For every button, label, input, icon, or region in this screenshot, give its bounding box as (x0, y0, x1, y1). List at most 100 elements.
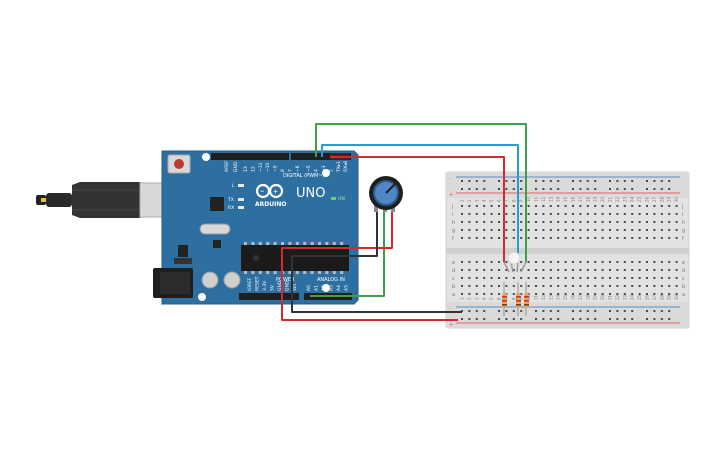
terminal-hole[interactable] (601, 213, 604, 215)
terminal-hole[interactable] (475, 293, 478, 295)
terminal-hole[interactable] (557, 237, 560, 239)
terminal-hole[interactable] (512, 221, 515, 223)
terminal-hole[interactable] (483, 221, 486, 223)
terminal-hole[interactable] (616, 229, 619, 231)
terminal-hole[interactable] (631, 285, 634, 287)
terminal-hole[interactable] (586, 213, 589, 215)
rail-hole[interactable] (535, 188, 537, 190)
rail-hole[interactable] (535, 310, 537, 312)
terminal-hole[interactable] (668, 213, 671, 215)
terminal-hole[interactable] (527, 277, 530, 279)
terminal-hole[interactable] (498, 261, 500, 263)
rail-hole[interactable] (609, 180, 611, 182)
terminal-hole[interactable] (594, 205, 597, 207)
rail-hole[interactable] (668, 188, 671, 190)
terminal-hole[interactable] (579, 285, 582, 287)
rail-hole[interactable] (660, 310, 663, 312)
rgb-led[interactable] (503, 251, 527, 273)
terminal-hole[interactable] (505, 277, 508, 279)
terminal-hole[interactable] (549, 221, 552, 223)
terminal-hole[interactable] (512, 293, 515, 295)
terminal-hole[interactable] (609, 285, 611, 287)
terminal-hole[interactable] (646, 293, 648, 295)
rail-hole[interactable] (616, 188, 619, 190)
rail-hole[interactable] (594, 180, 597, 182)
terminal-hole[interactable] (638, 205, 641, 207)
wire-red-digital[interactable] (330, 156, 505, 262)
terminal-hole[interactable] (609, 213, 611, 215)
terminal-hole[interactable] (468, 205, 471, 207)
rail-hole[interactable] (572, 310, 574, 312)
wire-green-pot-wiper[interactable] (310, 210, 385, 297)
rail-hole[interactable] (512, 310, 515, 312)
terminal-hole[interactable] (653, 213, 656, 215)
terminal-hole[interactable] (572, 293, 574, 295)
terminal-hole[interactable] (557, 293, 560, 295)
terminal-hole[interactable] (586, 205, 589, 207)
terminal-hole[interactable] (505, 261, 508, 263)
terminal-hole[interactable] (638, 229, 641, 231)
terminal-hole[interactable] (638, 277, 641, 279)
terminal-hole[interactable] (653, 221, 656, 223)
terminal-hole[interactable] (631, 237, 634, 239)
terminal-hole[interactable] (668, 229, 671, 231)
terminal-hole[interactable] (461, 293, 463, 295)
terminal-hole[interactable] (468, 221, 471, 223)
terminal-hole[interactable] (579, 269, 582, 271)
terminal-hole[interactable] (675, 237, 678, 239)
wire-blue-digital[interactable] (321, 144, 519, 262)
terminal-hole[interactable] (653, 237, 656, 239)
terminal-hole[interactable] (512, 205, 515, 207)
terminal-hole[interactable] (490, 269, 493, 271)
terminal-hole[interactable] (572, 237, 574, 239)
terminal-hole[interactable] (542, 261, 545, 263)
rail-hole[interactable] (557, 318, 560, 320)
terminal-hole[interactable] (675, 285, 678, 287)
terminal-hole[interactable] (609, 261, 611, 263)
terminal-hole[interactable] (638, 213, 641, 215)
rail-hole[interactable] (616, 310, 619, 312)
terminal-hole[interactable] (668, 269, 671, 271)
terminal-hole[interactable] (535, 293, 537, 295)
terminal-hole[interactable] (468, 229, 471, 231)
terminal-hole[interactable] (609, 229, 611, 231)
terminal-hole[interactable] (549, 285, 552, 287)
rail-hole[interactable] (586, 318, 589, 320)
terminal-hole[interactable] (631, 229, 634, 231)
terminal-hole[interactable] (461, 237, 463, 239)
terminal-hole[interactable] (535, 237, 537, 239)
rail-hole[interactable] (475, 188, 478, 190)
rail-hole[interactable] (653, 180, 656, 182)
terminal-hole[interactable] (616, 261, 619, 263)
terminal-hole[interactable] (660, 277, 663, 279)
terminal-hole[interactable] (653, 277, 656, 279)
terminal-hole[interactable] (623, 205, 626, 207)
terminal-hole[interactable] (490, 285, 493, 287)
terminal-hole[interactable] (542, 285, 545, 287)
terminal-hole[interactable] (623, 229, 626, 231)
rail-hole[interactable] (475, 310, 478, 312)
terminal-hole[interactable] (579, 261, 582, 263)
rail-hole[interactable] (520, 318, 523, 320)
terminal-hole[interactable] (564, 205, 567, 207)
terminal-hole[interactable] (475, 237, 478, 239)
rail-hole[interactable] (660, 188, 663, 190)
rail-hole[interactable] (616, 318, 619, 320)
terminal-hole[interactable] (579, 221, 582, 223)
rail-hole[interactable] (468, 310, 471, 312)
terminal-hole[interactable] (668, 285, 671, 287)
terminal-hole[interactable] (609, 269, 611, 271)
terminal-hole[interactable] (564, 229, 567, 231)
rail-hole[interactable] (512, 188, 515, 190)
terminal-hole[interactable] (653, 269, 656, 271)
terminal-hole[interactable] (527, 229, 530, 231)
terminal-hole[interactable] (512, 285, 515, 287)
terminal-hole[interactable] (638, 293, 641, 295)
rail-hole[interactable] (623, 180, 626, 182)
terminal-hole[interactable] (572, 285, 574, 287)
terminal-hole[interactable] (549, 229, 552, 231)
rail-hole[interactable] (468, 318, 471, 320)
terminal-hole[interactable] (653, 229, 656, 231)
